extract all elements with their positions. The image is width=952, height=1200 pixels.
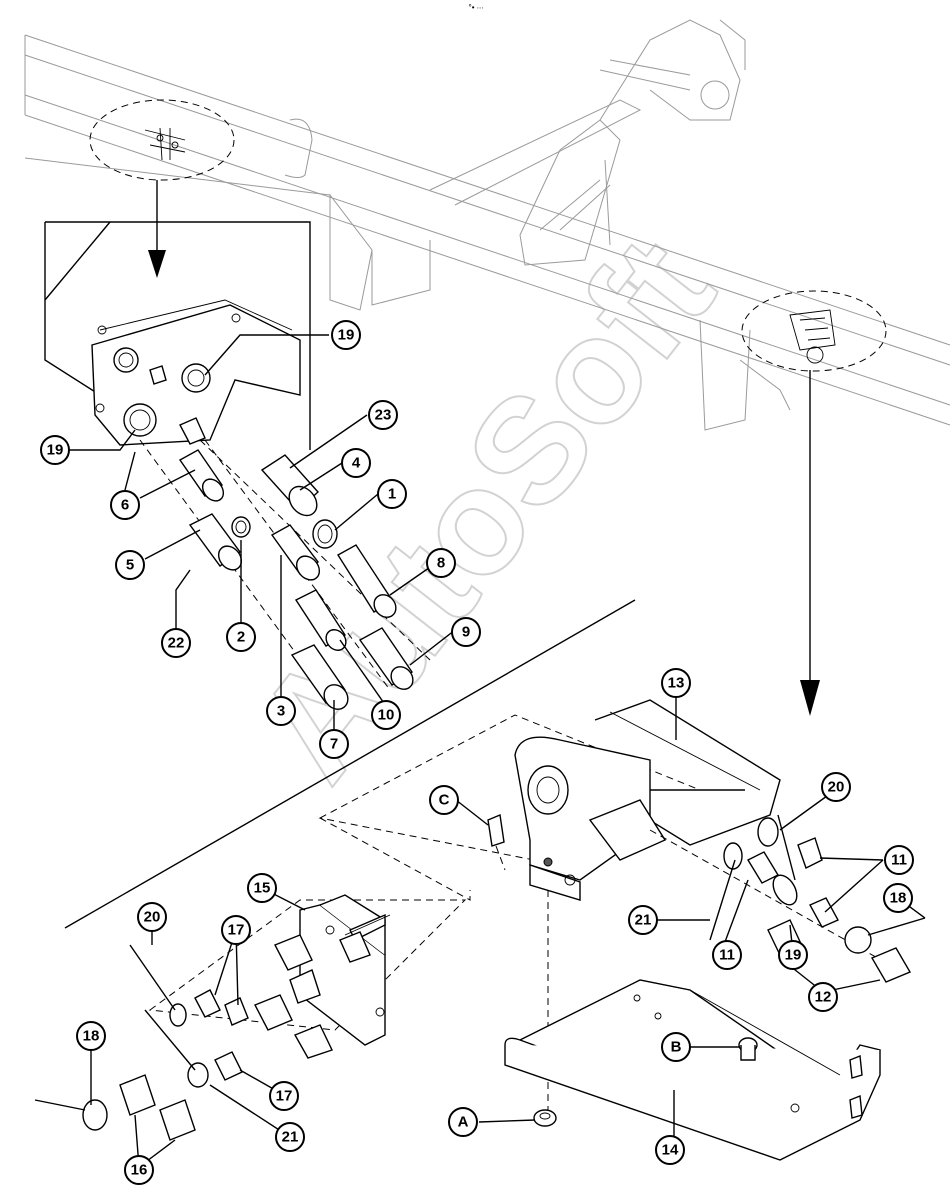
coupler-plate-assembly — [44, 221, 311, 450]
section-divider — [64, 599, 636, 929]
callout-label: 20 — [828, 779, 845, 796]
callout-7: 7 — [319, 729, 349, 759]
callout-16: 16 — [124, 1155, 154, 1185]
coupler-bracket-assembly — [318, 699, 926, 1161]
callout-17-bottom: 17 — [269, 1081, 299, 1111]
callout-label: 5 — [126, 557, 134, 574]
callout-1: 1 — [377, 479, 407, 509]
callout-18-left: 18 — [76, 1021, 106, 1051]
callout-22: 22 — [161, 628, 191, 658]
header-mark: °• ∙∙∙ — [469, 3, 484, 12]
callout-label: 11 — [719, 947, 735, 964]
callout-label: 22 — [168, 635, 185, 652]
callout-19-top: 19 — [331, 320, 361, 350]
detail-ellipse-right — [741, 290, 887, 372]
callout-label: 3 — [277, 703, 285, 720]
callout-label: 15 — [254, 880, 271, 897]
detail-ellipse-left — [89, 99, 235, 181]
callout-12: 12 — [808, 982, 838, 1012]
callout-14: 14 — [655, 1135, 685, 1165]
callout-label: 17 — [228, 922, 245, 939]
callout-label: 23 — [375, 407, 392, 424]
callout-label: B — [671, 1039, 682, 1056]
callout-label: 20 — [144, 909, 161, 926]
callout-19-left: 19 — [40, 435, 70, 465]
callout-21-right: 21 — [628, 905, 658, 935]
callout-6: 6 — [110, 490, 140, 520]
callout-B: B — [661, 1032, 691, 1062]
arrow-left-detail — [148, 180, 166, 278]
callout-11-left: 11 — [712, 940, 742, 970]
callout-label: 17 — [276, 1088, 293, 1105]
callout-label: 19 — [338, 327, 355, 344]
callout-label: 11 — [891, 852, 907, 869]
callout-15: 15 — [247, 873, 277, 903]
callout-label: 21 — [635, 912, 652, 929]
callout-label: 2 — [237, 629, 245, 646]
callout-20-right: 20 — [821, 772, 851, 802]
callout-label: 16 — [131, 1162, 148, 1179]
callout-18-right: 18 — [883, 883, 913, 913]
callout-label: 6 — [121, 497, 129, 514]
callout-23: 23 — [368, 400, 398, 430]
callout-label: 19 — [47, 442, 64, 459]
callout-5: 5 — [115, 550, 145, 580]
arrow-right-detail — [800, 370, 820, 716]
machine-frame — [24, 19, 951, 431]
callout-11-right: 11 — [884, 845, 914, 875]
callout-2: 2 — [226, 622, 256, 652]
callout-10: 10 — [371, 700, 401, 730]
callout-label: 4 — [352, 455, 361, 472]
callout-label: 9 — [462, 624, 470, 641]
callout-label: 19 — [785, 947, 802, 964]
fittings-upper — [139, 439, 431, 710]
callout-label: 8 — [437, 555, 445, 572]
callout-label: 1 — [388, 486, 396, 503]
callout-label: 7 — [330, 736, 338, 753]
callout-label: 18 — [83, 1028, 100, 1045]
callout-4: 4 — [341, 448, 371, 478]
callout-20-left: 20 — [137, 902, 167, 932]
callout-13: 13 — [661, 668, 691, 698]
callout-9: 9 — [451, 617, 481, 647]
callout-label: 14 — [662, 1142, 679, 1159]
callout-21-left: 21 — [275, 1122, 305, 1152]
callout-label: 18 — [890, 890, 907, 907]
callout-17-top: 17 — [221, 915, 251, 945]
callout-A: A — [448, 1107, 478, 1137]
callout-label: C — [439, 792, 450, 809]
callout-label: A — [458, 1114, 469, 1131]
callout-label: 12 — [815, 989, 832, 1006]
callout-C: C — [429, 785, 459, 815]
callout-label: 21 — [282, 1129, 299, 1146]
valve-block-assembly — [34, 894, 467, 1141]
callout-19-right: 19 — [778, 940, 808, 970]
callout-3: 3 — [266, 696, 296, 726]
callout-8: 8 — [426, 548, 456, 578]
callout-label: 10 — [378, 707, 395, 724]
callout-label: 13 — [668, 675, 685, 692]
